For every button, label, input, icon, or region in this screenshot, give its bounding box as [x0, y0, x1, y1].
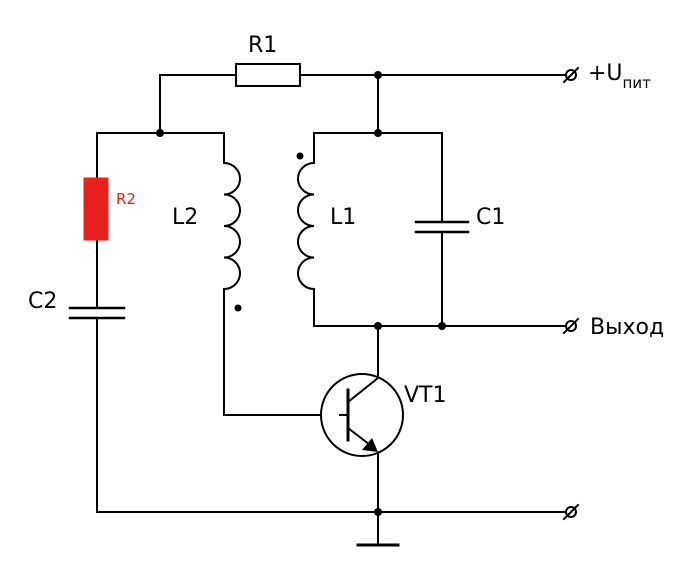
capacitor-c1	[414, 220, 470, 234]
junctions	[156, 71, 446, 516]
wire-tank-top	[313, 132, 443, 223]
inductor-l2	[222, 161, 241, 291]
wire-l2-to-base	[223, 288, 341, 416]
wires	[96, 74, 567, 547]
junction-dot	[374, 322, 382, 330]
terminal-ground	[562, 503, 580, 521]
wire-r2-l2-node	[96, 132, 225, 164]
supply-label-main: +U	[588, 61, 623, 86]
r2-label: R2	[116, 190, 136, 208]
junction-dot	[374, 129, 382, 137]
supply-label: +Uпит	[588, 61, 651, 92]
wire-l1-bottom	[313, 288, 567, 327]
c2-label: C2	[28, 289, 57, 314]
output-label: Выход	[590, 315, 664, 340]
l1-polarity-dot	[296, 152, 304, 160]
emitter-arrow-icon	[362, 438, 378, 452]
capacitor-c2	[68, 306, 126, 320]
transistor-vt1	[320, 373, 404, 457]
inductor-l1	[297, 161, 316, 291]
junction-dot	[438, 322, 446, 330]
l2-label: L2	[172, 205, 198, 230]
c1-label: C1	[476, 205, 505, 230]
junction-dot	[374, 508, 382, 516]
junction-dot	[374, 71, 382, 79]
vt1-label: VT1	[404, 383, 447, 408]
r1-label: R1	[248, 33, 277, 58]
l2-polarity-dot	[234, 304, 242, 312]
resistor-r1	[235, 63, 301, 87]
l1-label: L1	[330, 205, 356, 230]
wire-c2-to-ground	[96, 317, 567, 513]
terminal-supply	[562, 66, 580, 84]
terminal-output	[562, 317, 580, 335]
supply-label-sub: пит	[623, 74, 652, 92]
junction-dot	[156, 129, 164, 137]
resistor-r2	[83, 177, 109, 241]
